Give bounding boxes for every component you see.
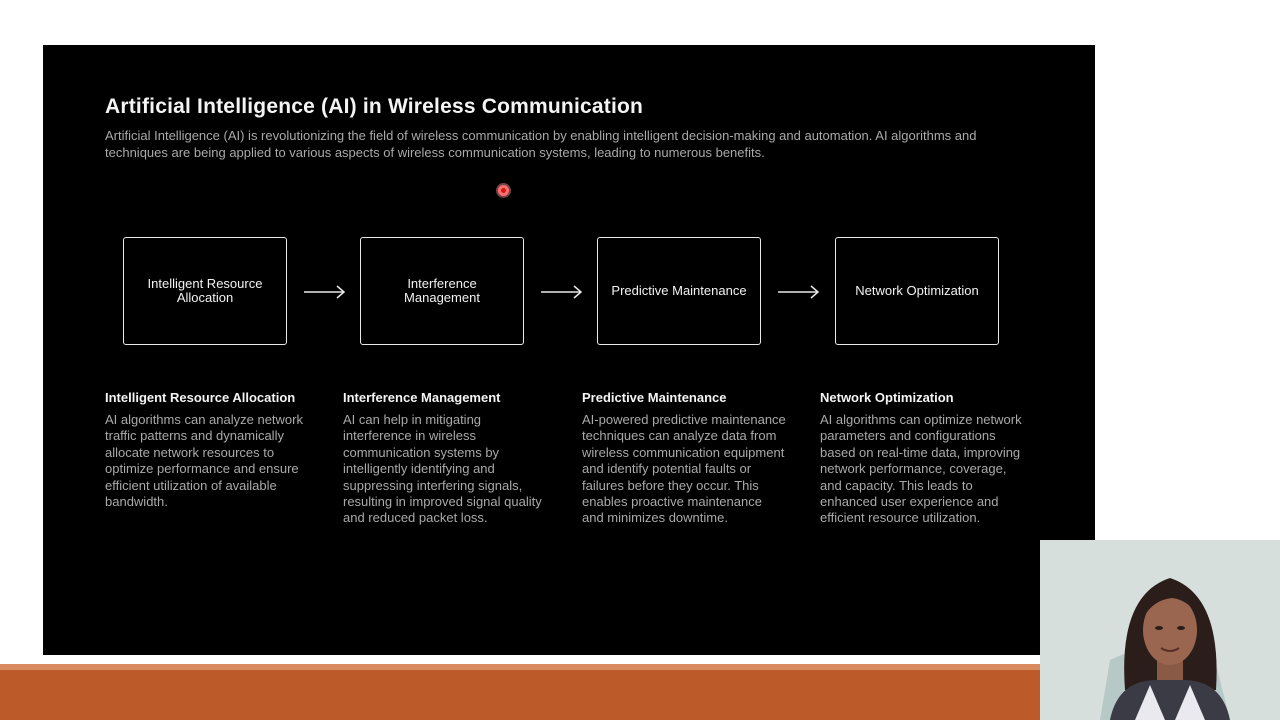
column-text: AI-powered predictive maintenance techni… bbox=[582, 412, 787, 527]
column-title: Network Optimization bbox=[820, 390, 1025, 406]
flow-box-resource-allocation: Intelligent Resource Allocation bbox=[123, 237, 287, 345]
slide-intro-text: Artificial Intelligence (AI) is revoluti… bbox=[105, 128, 1025, 161]
presenter-avatar bbox=[1040, 540, 1280, 720]
flow-box-predictive-maintenance: Predictive Maintenance bbox=[597, 237, 761, 345]
flow-box-label: Interference Management bbox=[373, 277, 511, 305]
column-title: Predictive Maintenance bbox=[582, 390, 787, 406]
right-arrow-icon bbox=[302, 282, 348, 302]
presentation-slide: Artificial Intelligence (AI) in Wireless… bbox=[43, 45, 1095, 655]
column-title: Interference Management bbox=[343, 390, 548, 406]
column-network-optimization: Network Optimization AI algorithms can o… bbox=[820, 390, 1025, 527]
laser-pointer-icon bbox=[498, 185, 509, 196]
flow-box-label: Network Optimization bbox=[855, 284, 979, 298]
right-arrow-icon bbox=[539, 282, 585, 302]
column-text: AI algorithms can optimize network param… bbox=[820, 412, 1025, 527]
column-interference-management: Interference Management AI can help in m… bbox=[343, 390, 548, 527]
flow-box-label: Predictive Maintenance bbox=[611, 284, 746, 298]
flow-box-label: Intelligent Resource Allocation bbox=[136, 277, 274, 305]
column-resource-allocation: Intelligent Resource Allocation AI algor… bbox=[105, 390, 310, 510]
column-text: AI algorithms can analyze network traffi… bbox=[105, 412, 310, 510]
column-predictive-maintenance: Predictive Maintenance AI-powered predic… bbox=[582, 390, 787, 527]
right-arrow-icon bbox=[776, 282, 822, 302]
slide-title: Artificial Intelligence (AI) in Wireless… bbox=[105, 95, 643, 119]
column-text: AI can help in mitigating interference i… bbox=[343, 412, 548, 527]
presenter-webcam-overlay bbox=[1040, 540, 1280, 720]
flow-box-interference-management: Interference Management bbox=[360, 237, 524, 345]
column-title: Intelligent Resource Allocation bbox=[105, 390, 310, 406]
flow-box-network-optimization: Network Optimization bbox=[835, 237, 999, 345]
